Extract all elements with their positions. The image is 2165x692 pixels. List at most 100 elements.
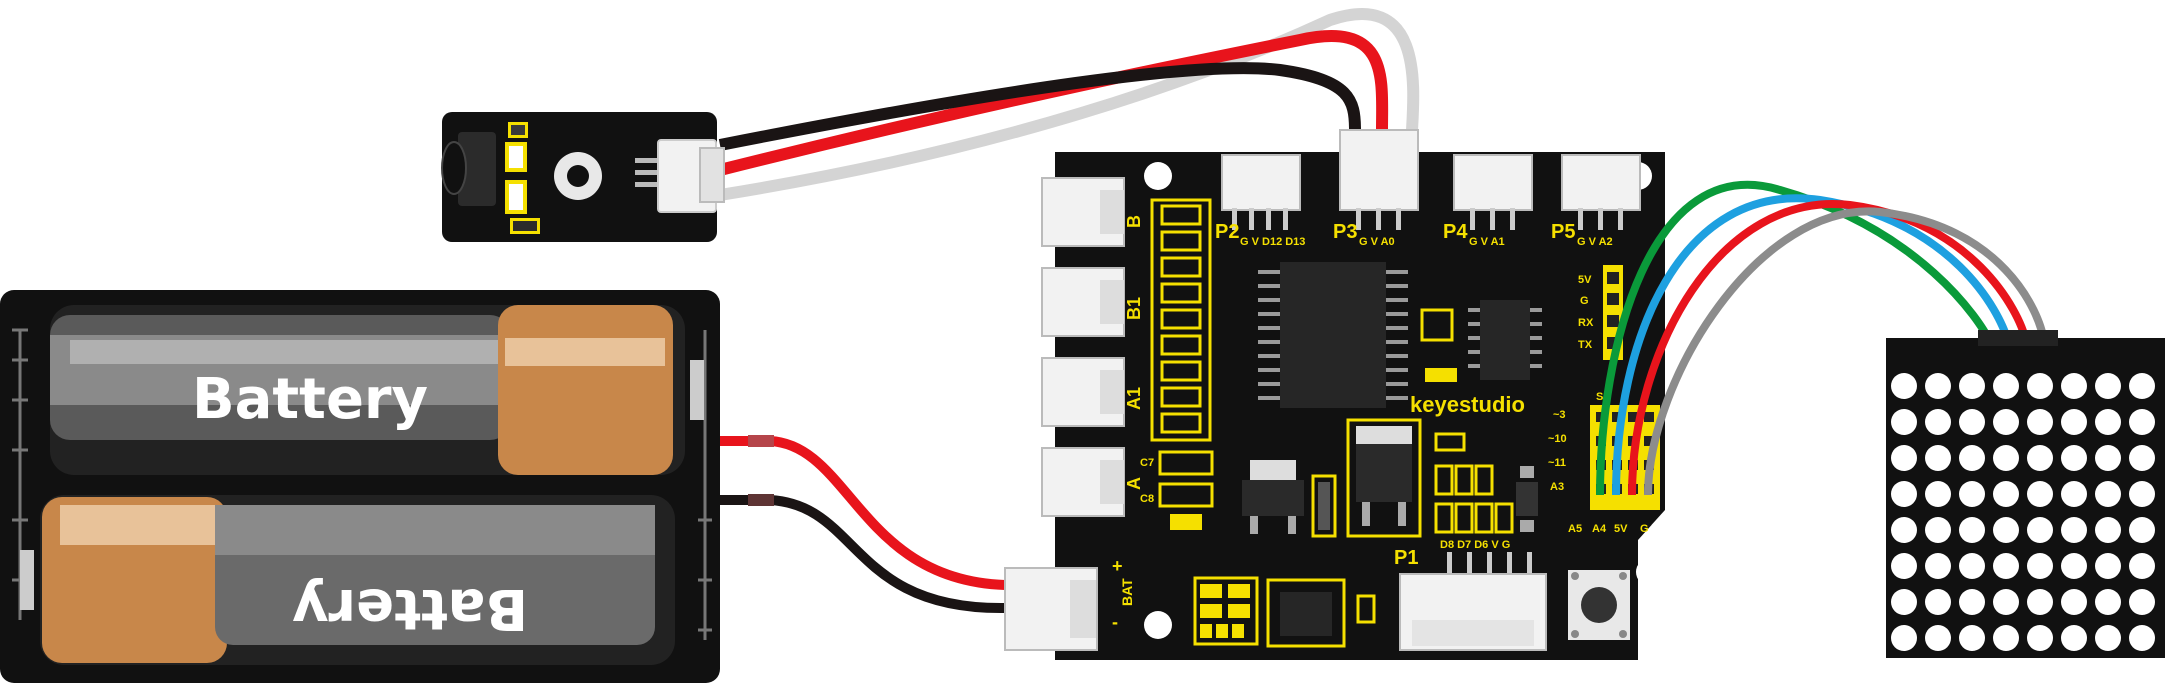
led-dot [2095,481,2121,507]
battery-cell-1: Battery [50,305,704,475]
header-label-5v: 5V [1578,274,1592,286]
secondary-ic [1468,300,1542,380]
led-dot [2027,445,2053,471]
led-dot [2027,373,2053,399]
port-p3-label: P3 [1333,221,1357,243]
cap-c8-label: C8 [1140,493,1154,505]
port-p4-label: P4 [1443,221,1468,243]
led-dot [1993,625,2019,651]
header-label-g: G [1580,295,1589,307]
matrix-wire-gray [1644,207,2048,496]
bottom-pin-a4: A4 [1592,523,1607,535]
led-dot [1959,409,1985,435]
battery-cell-2: Battery [20,495,675,665]
led-dot [2095,445,2121,471]
bat-connector: + BAT - [1004,556,1135,651]
pwm-label-11: ~11 [1548,457,1566,469]
port-p3-pins: G V A0 [1359,236,1395,248]
led-dot [1925,373,1951,399]
battery-wire-red [720,436,1006,590]
led-dot [1925,481,1951,507]
led-dot [2095,373,2121,399]
led-dot [1891,589,1917,615]
led-grid [1891,373,2155,651]
pwm-label-10: ~10 [1548,433,1567,445]
led-dot [2095,517,2121,543]
header-label-tx: TX [1578,339,1593,351]
led-dot [1959,625,1985,651]
led-dot [1993,445,2019,471]
led-dot [1891,445,1917,471]
battery-wire-black [720,495,1006,614]
small-regulator [1242,460,1304,534]
port-p5-pins: G V A2 [1577,236,1613,248]
led-dot [2061,481,2087,507]
uart-header: 5V G RX TX [1578,265,1623,360]
top-ports: P2 G V D12 D13 P3 G V A0 P4 G V A1 P5 G … [1215,129,1641,248]
mounting-hole-icon [1144,611,1172,639]
port-p1-label: P1 [1394,547,1418,569]
led-dot [2095,553,2121,579]
led-dot [2027,625,2053,651]
ir-receiver [441,141,467,195]
battery-cable [720,435,1006,614]
led-dot [1959,445,1985,471]
led-dot [2061,625,2087,651]
led-dot [2095,409,2121,435]
led-dot [2061,553,2087,579]
led-dot [1891,553,1917,579]
reset-button [1568,570,1630,640]
mounting-hole-icon [1636,558,1664,586]
battery-holder: Battery Battery [0,290,720,683]
matrix-cable [1596,180,2048,496]
led-dot [2129,445,2155,471]
smd-cluster [1193,576,1376,648]
led-dot [2027,517,2053,543]
led-dot [1959,553,1985,579]
led-dot [1959,517,1985,543]
label-a: A [1124,477,1144,490]
battery-label-2: Battery [292,576,528,641]
led-dot [2027,409,2053,435]
keyestudio-board: + BAT - P2 G V D12 D13 P3 G V A0 P4 G V … [1004,129,1665,660]
led-dot [1891,625,1917,651]
brand-logo: keyestudio [1410,392,1525,417]
led-dot [1993,373,2019,399]
led-dot [1925,409,1951,435]
led-dot [1891,373,1917,399]
led-dot [1891,481,1917,507]
led-dot [2027,553,2053,579]
resistor-column [1150,198,1212,442]
label-a1: A1 [1124,387,1144,410]
sensor-wire-red [718,30,1389,176]
pwm-label-a3: A3 [1550,481,1564,493]
led-dot [2129,625,2155,651]
bat-label: BAT [1119,578,1135,606]
led-dot [2027,481,2053,507]
led-dot [1891,409,1917,435]
led-dot [2061,589,2087,615]
label-b: B [1124,215,1144,228]
bat-plus-label: + [1112,556,1123,576]
led-dot [2027,589,2053,615]
voltage-regulator [1346,418,1422,538]
battery-label-1: Battery [192,367,428,432]
bat-minus-label: - [1112,612,1118,632]
led-dot [1993,481,2019,507]
port-p1: P1 D8 D7 D6 V G [1394,539,1547,651]
matrix-wire-blue [1612,194,2012,496]
sensor-module [441,112,725,242]
led-dot [2061,373,2087,399]
mounting-hole-icon [1144,162,1172,190]
led-dot [2129,481,2155,507]
bottom-pin-a5: A5 [1568,523,1582,535]
s-label: S [1596,391,1603,403]
led-dot [1993,553,2019,579]
cap-c7-label: C7 [1140,457,1154,469]
sensor-cable [718,8,1420,201]
label-b1: B1 [1124,297,1144,320]
led-dot [2129,373,2155,399]
led-dot [2061,445,2087,471]
driver-ic [1258,262,1408,408]
